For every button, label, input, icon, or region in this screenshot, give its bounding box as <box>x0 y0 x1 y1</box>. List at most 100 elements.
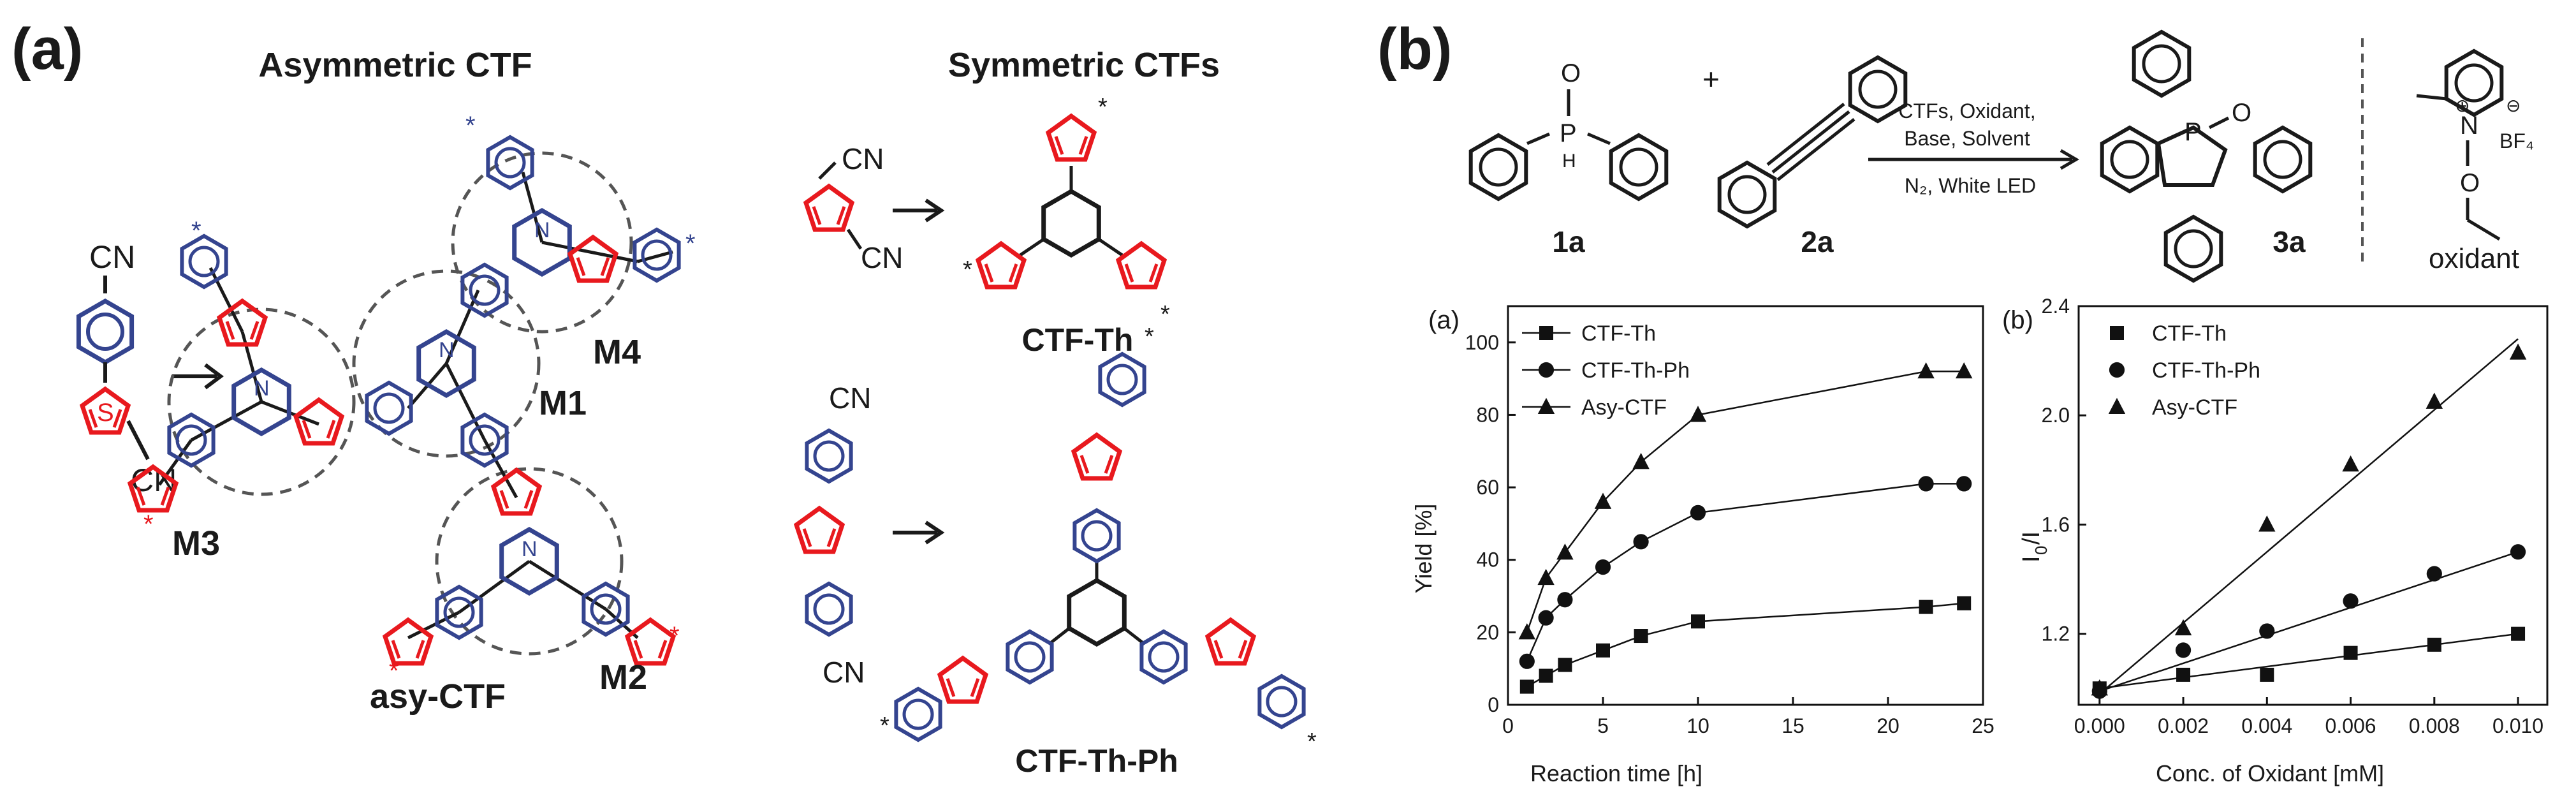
data-point <box>1956 476 1972 492</box>
series-ctf-th-ph: CTF-Th-Ph <box>2091 358 2526 699</box>
y-tick-label: 2.0 <box>2042 404 2070 427</box>
y-tick-label: 1.6 <box>2042 513 2070 536</box>
data-point <box>1919 600 1933 614</box>
data-point <box>1917 362 1935 379</box>
x-tick-label: 0 <box>1502 714 1514 737</box>
phenyl-ring-icon <box>462 265 506 316</box>
thiophene-ring-icon <box>1118 244 1164 287</box>
fit-line <box>2099 551 2519 692</box>
legend-label: CTF-Th-Ph <box>2152 358 2260 383</box>
oxidant-label: oxidant <box>2429 243 2519 274</box>
fit-line <box>2099 633 2519 689</box>
data-point <box>1633 534 1649 550</box>
fit-line <box>2099 338 2519 695</box>
data-point <box>1595 559 1611 575</box>
m1-label: M1 <box>539 384 587 422</box>
phenyl-ring-icon <box>182 236 226 287</box>
data-point <box>1539 668 1553 683</box>
phosphorus-label: P <box>1560 119 1577 147</box>
hydrogen-label: H <box>1562 151 1576 172</box>
data-point <box>2426 566 2442 582</box>
end-star: * <box>1160 301 1170 328</box>
end-star: * <box>143 510 154 538</box>
thiophene-ring-icon <box>806 186 852 230</box>
legend-marker <box>2110 326 2124 340</box>
data-point <box>1538 610 1554 626</box>
end-star: * <box>685 230 696 258</box>
phenyl-ring-icon <box>1007 631 1051 682</box>
end-star: * <box>389 657 399 685</box>
data-point <box>1537 568 1555 586</box>
m4-label: M4 <box>593 333 641 371</box>
data-point <box>2342 455 2359 472</box>
data-point <box>2258 515 2276 532</box>
legend-label: CTF-Th <box>2152 321 2227 346</box>
x-tick-label: 0.002 <box>2158 714 2209 737</box>
data-point <box>1918 476 1934 492</box>
y-tick-label: 0 <box>1488 693 1499 716</box>
phenyl-ring-icon <box>807 584 851 635</box>
legend-label: CTF-Th <box>1581 321 1656 346</box>
thiophene-ring-icon <box>219 301 265 344</box>
ylabel-main: I <box>2018 556 2045 563</box>
data-point <box>2260 667 2274 682</box>
series-asy-ctf: Asy-CTF <box>1518 362 1973 640</box>
data-point <box>2176 667 2191 682</box>
phenyl-ring-icon <box>78 301 131 362</box>
thiophene-ring-icon <box>1074 435 1120 478</box>
negative-charge: ⊖ <box>2506 96 2521 115</box>
symmetric-ctfs-title: Symmetric CTFs <box>948 46 1220 84</box>
thiophene-ring-icon <box>1208 620 1254 663</box>
legend-marker <box>1539 326 1553 340</box>
x-tick-label: 0.004 <box>2241 714 2292 737</box>
x-tick-label: 15 <box>1782 714 1804 737</box>
ylabel-rest: /I <box>2018 531 2045 545</box>
series-line <box>1526 602 1965 688</box>
thiophene-ring-icon <box>796 508 842 552</box>
phenyl-ring-icon <box>367 383 411 434</box>
data-point <box>2091 679 2109 696</box>
legend-marker <box>1538 362 1555 378</box>
thiophene-ring-icon <box>1048 116 1094 159</box>
chart-a-ylabel: Yield [%] <box>1410 504 1437 594</box>
phosphorus-label: P <box>2184 118 2202 146</box>
series-ctf-th-ph: CTF-Th-Ph <box>1519 358 1972 669</box>
cn-label: CN <box>861 241 903 274</box>
chart-b-panel-label: (b) <box>2002 306 2033 334</box>
phenyl-ring-icon <box>1850 57 1906 121</box>
ctf-th-name: CTF-Th <box>1022 322 1134 358</box>
legend-label: CTF-Th-Ph <box>1581 358 1690 383</box>
end-star: * <box>880 712 889 739</box>
nitrogen-label: N <box>2460 112 2478 140</box>
thiophene-ring-icon <box>627 620 673 663</box>
conditions-line3: N₂, White LED <box>1905 174 2036 197</box>
phenyl-ring-icon <box>1141 631 1185 682</box>
asym-monomer: CN S CN <box>78 239 177 498</box>
data-point <box>1519 653 1535 669</box>
data-point <box>2343 593 2359 609</box>
series-asy-ctf: Asy-CTF <box>2091 338 2527 696</box>
end-star: * <box>1145 323 1154 350</box>
end-star: * <box>670 622 680 650</box>
x-tick-label: 0.000 <box>2074 714 2125 737</box>
plot-frame <box>1507 305 1984 706</box>
legend-marker <box>1537 397 1555 414</box>
bf4-label: BF₄ <box>2499 129 2534 152</box>
oxygen-label: O <box>2460 169 2480 197</box>
data-point <box>1634 629 1648 644</box>
data-point <box>2509 343 2527 360</box>
series-line <box>1526 371 1965 633</box>
x-tick-label: 25 <box>1972 714 1994 737</box>
y-tick-label: 20 <box>1476 621 1499 644</box>
data-point <box>2510 544 2526 560</box>
phenyl-ring-icon <box>1074 510 1118 561</box>
data-point <box>2511 626 2526 641</box>
end-star: * <box>963 256 972 283</box>
compound-1a-label: 1a <box>1552 225 1585 258</box>
y-tick-label: 2.4 <box>2042 295 2070 318</box>
data-point <box>2174 619 2192 636</box>
data-point <box>1556 543 1574 560</box>
positive-charge: ⊕ <box>2455 96 2470 115</box>
thiophene-ring-icon <box>978 244 1024 287</box>
